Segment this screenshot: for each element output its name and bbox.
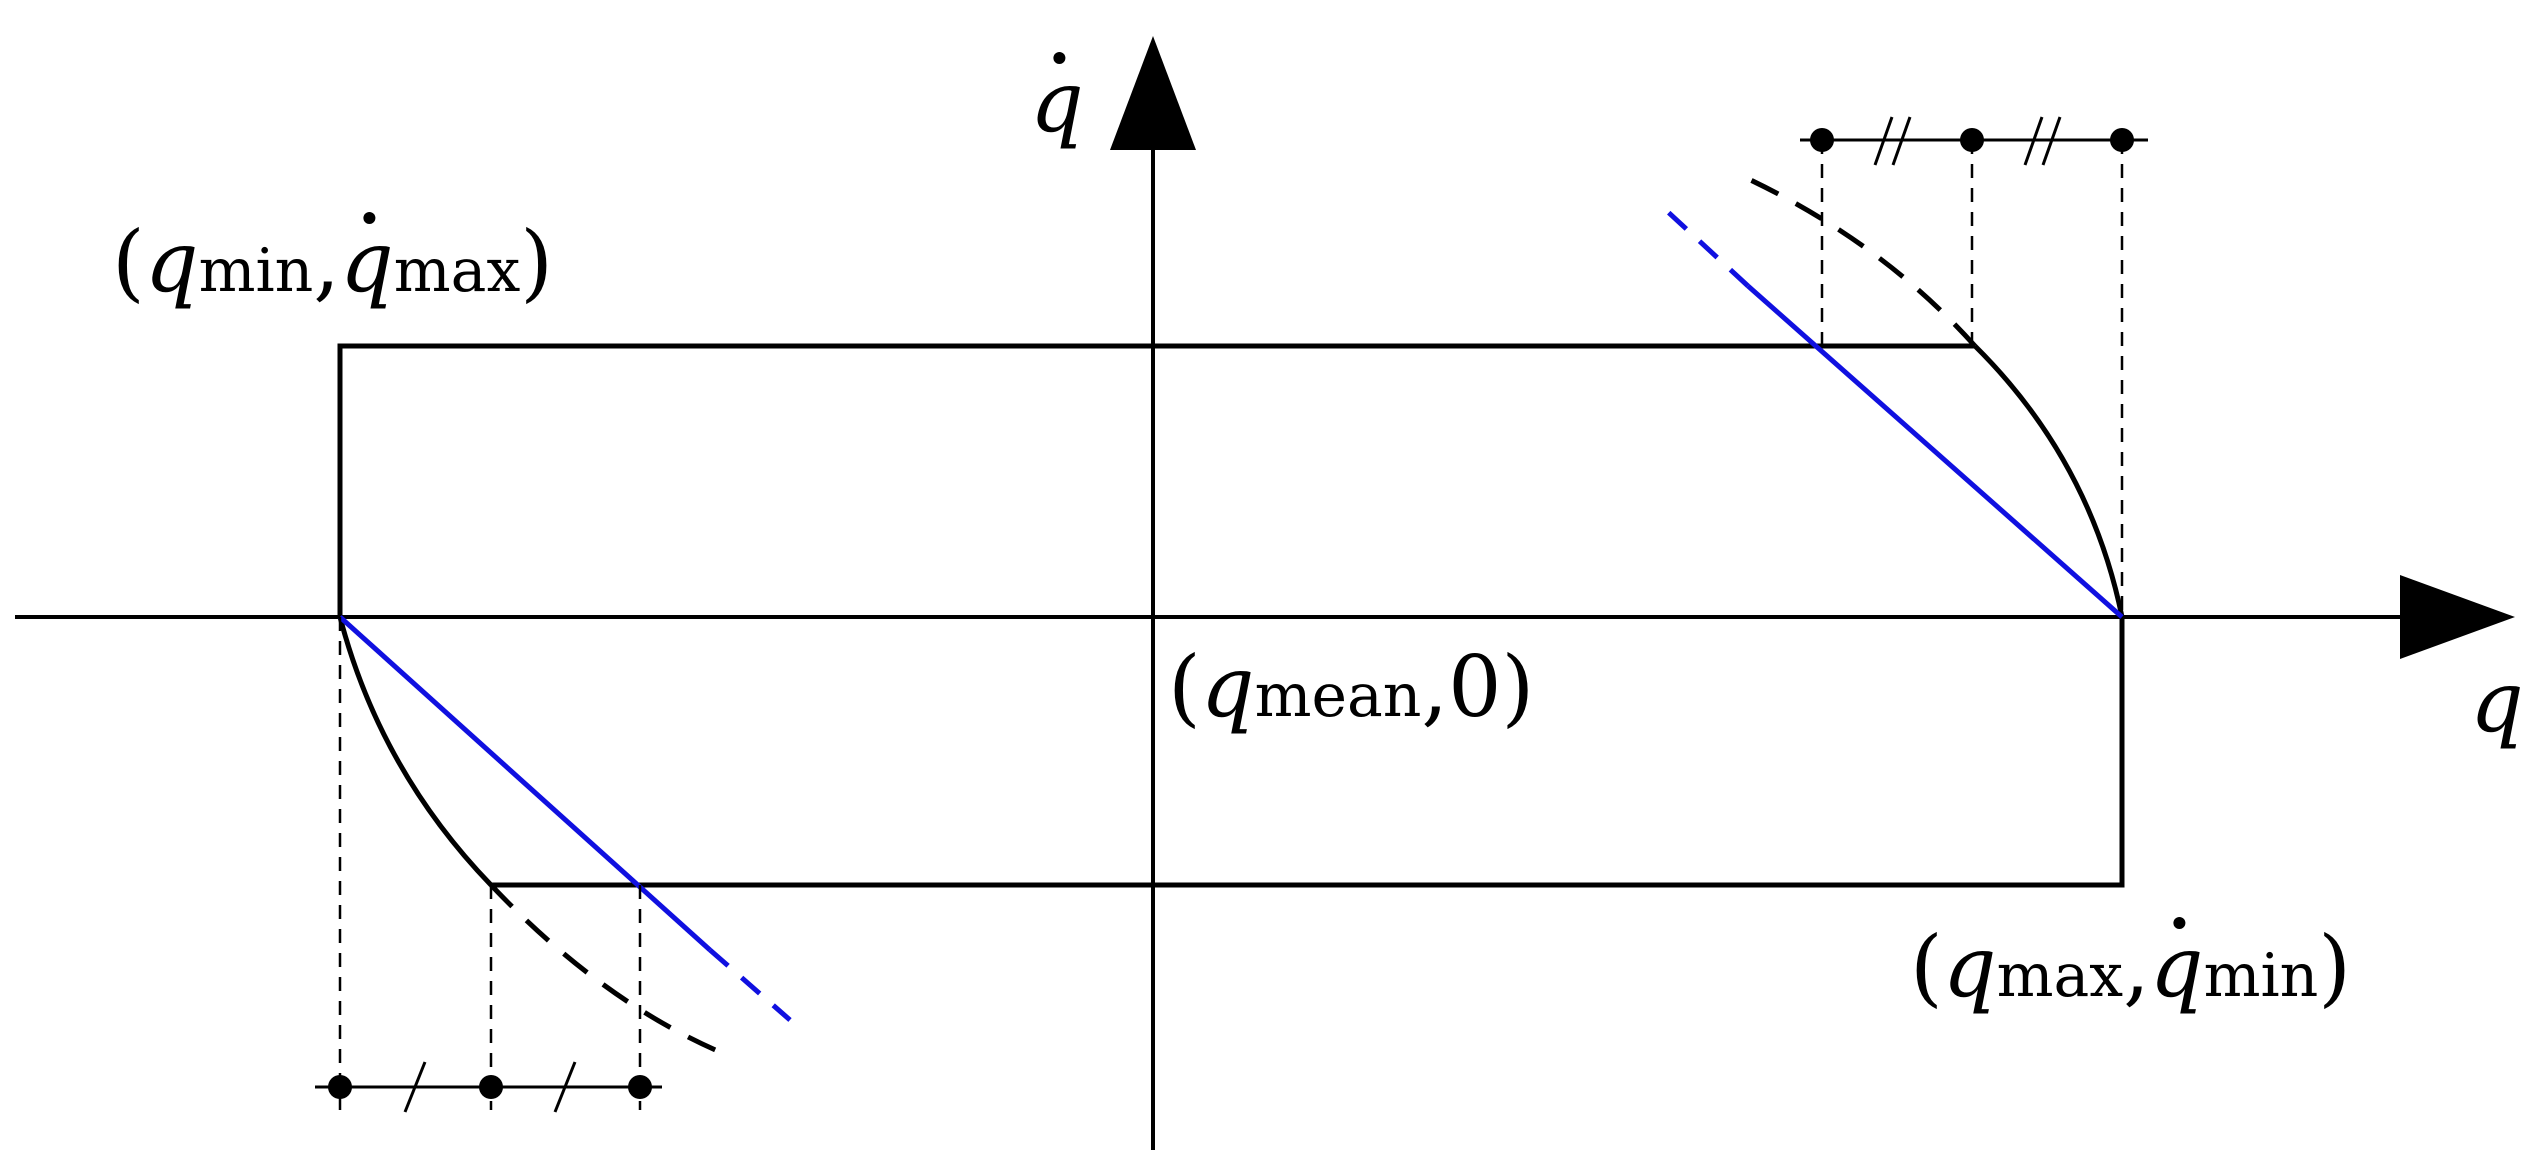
qdot-axis-arrowhead: [1110, 36, 1196, 150]
right-tangent-dashed: [1666, 210, 1750, 288]
right-parabola-solid: [1973, 344, 2125, 618]
q-axis-label: q: [2470, 653, 2524, 751]
left-dimension-points: [328, 1075, 652, 1099]
left-parabola-dashed: [489, 883, 721, 1055]
left-parabola-solid: [337, 616, 493, 887]
right-dimension-points: [1810, 128, 2134, 152]
left-tangent-line: [338, 615, 712, 952]
right-dimension: [1820, 140, 2124, 617]
q-axis-arrowhead: [2400, 575, 2515, 659]
left-tangent-dashed: [708, 948, 792, 1022]
point-label-qmax-qdotmin: (qmax,qmin): [1910, 918, 2352, 1016]
right-tangent-line: [1746, 284, 2124, 619]
qdot-axis-label: q: [1030, 53, 1084, 151]
left-equal-ticks: [403, 1061, 577, 1113]
left-dimension: [338, 617, 642, 1110]
right-equal-ticks: [1873, 116, 2062, 166]
point-label-qmin-qdotmax: (qmin,qmax): [112, 213, 554, 311]
state-bound-top-left: [337, 343, 1975, 617]
state-bound-bottom-right: [491, 617, 2125, 888]
right-parabola-dashed: [1738, 172, 1977, 348]
point-label-qmean-zero: (qmean,0): [1168, 638, 1535, 736]
